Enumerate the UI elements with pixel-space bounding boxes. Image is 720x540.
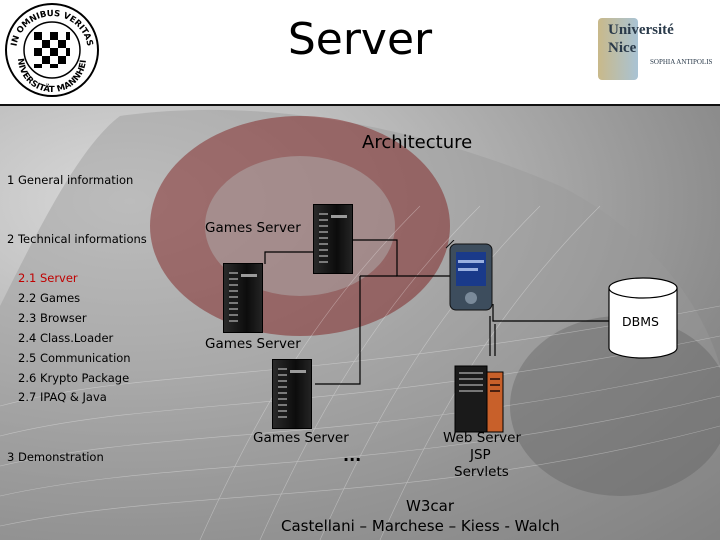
nav-item-technical[interactable]: 2 Technical informations	[7, 232, 147, 246]
nav-item-demo[interactable]: 3 Demonstration	[7, 450, 104, 464]
footer-authors: Castellani – Marchese – Kiess - Walch	[281, 517, 560, 535]
mannheim-seal-icon: IN OMNIBUS VERITAS UNIVERSITÄT MANNHEIM	[4, 2, 99, 97]
ellipsis-label: ...	[343, 446, 362, 465]
web-server-label: Web Server	[443, 430, 521, 446]
connection-lines	[264, 239, 630, 385]
dbms-label: DBMS	[622, 314, 659, 329]
nav-item-general[interactable]: 1 General information	[7, 173, 134, 187]
servlets-label: Servlets	[454, 464, 509, 480]
nav-item-ipaq[interactable]: 2.7 IPAQ & Java	[18, 390, 107, 404]
pda-icon	[445, 240, 493, 311]
server-icon	[223, 263, 263, 333]
games-server-label-1: Games Server	[205, 220, 301, 236]
unice-logo-icon: Université Nice SOPHIA ANTIPOLIS	[598, 18, 716, 80]
footer-project: W3car	[406, 497, 454, 515]
background-car-image	[0, 109, 720, 540]
server-icon	[313, 204, 353, 274]
web-server-icon	[454, 365, 504, 433]
architecture-heading: Architecture	[362, 132, 473, 153]
nav-item-games[interactable]: 2.2 Games	[18, 291, 81, 305]
unice-line3: SOPHIA ANTIPOLIS	[650, 58, 713, 66]
nav-item-krypto[interactable]: 2.6 Krypto Package	[18, 371, 130, 385]
nav-item-browser[interactable]: 2.3 Browser	[18, 311, 87, 325]
unice-mark	[598, 18, 638, 80]
games-server-label-2: Games Server	[205, 336, 301, 352]
slide-body: 1 General information 2 Technical inform…	[0, 106, 720, 540]
unice-line1: Université	[608, 22, 674, 38]
games-server-label-3: Games Server	[253, 430, 349, 446]
server-icon	[272, 359, 312, 429]
header-rule	[0, 104, 720, 106]
nav-item-communication[interactable]: 2.5 Communication	[18, 351, 131, 365]
nav-item-server[interactable]: 2.1 Server	[18, 271, 78, 285]
jsp-label: JSP	[470, 447, 491, 463]
unice-line2: Nice	[608, 40, 637, 56]
slide-header: IN OMNIBUS VERITAS UNIVERSITÄT MANNHEIM …	[0, 0, 720, 106]
database-icon	[608, 277, 678, 359]
nav-item-classloader[interactable]: 2.4 Class.Loader	[18, 331, 114, 345]
slide-title: Server	[287, 14, 433, 65]
